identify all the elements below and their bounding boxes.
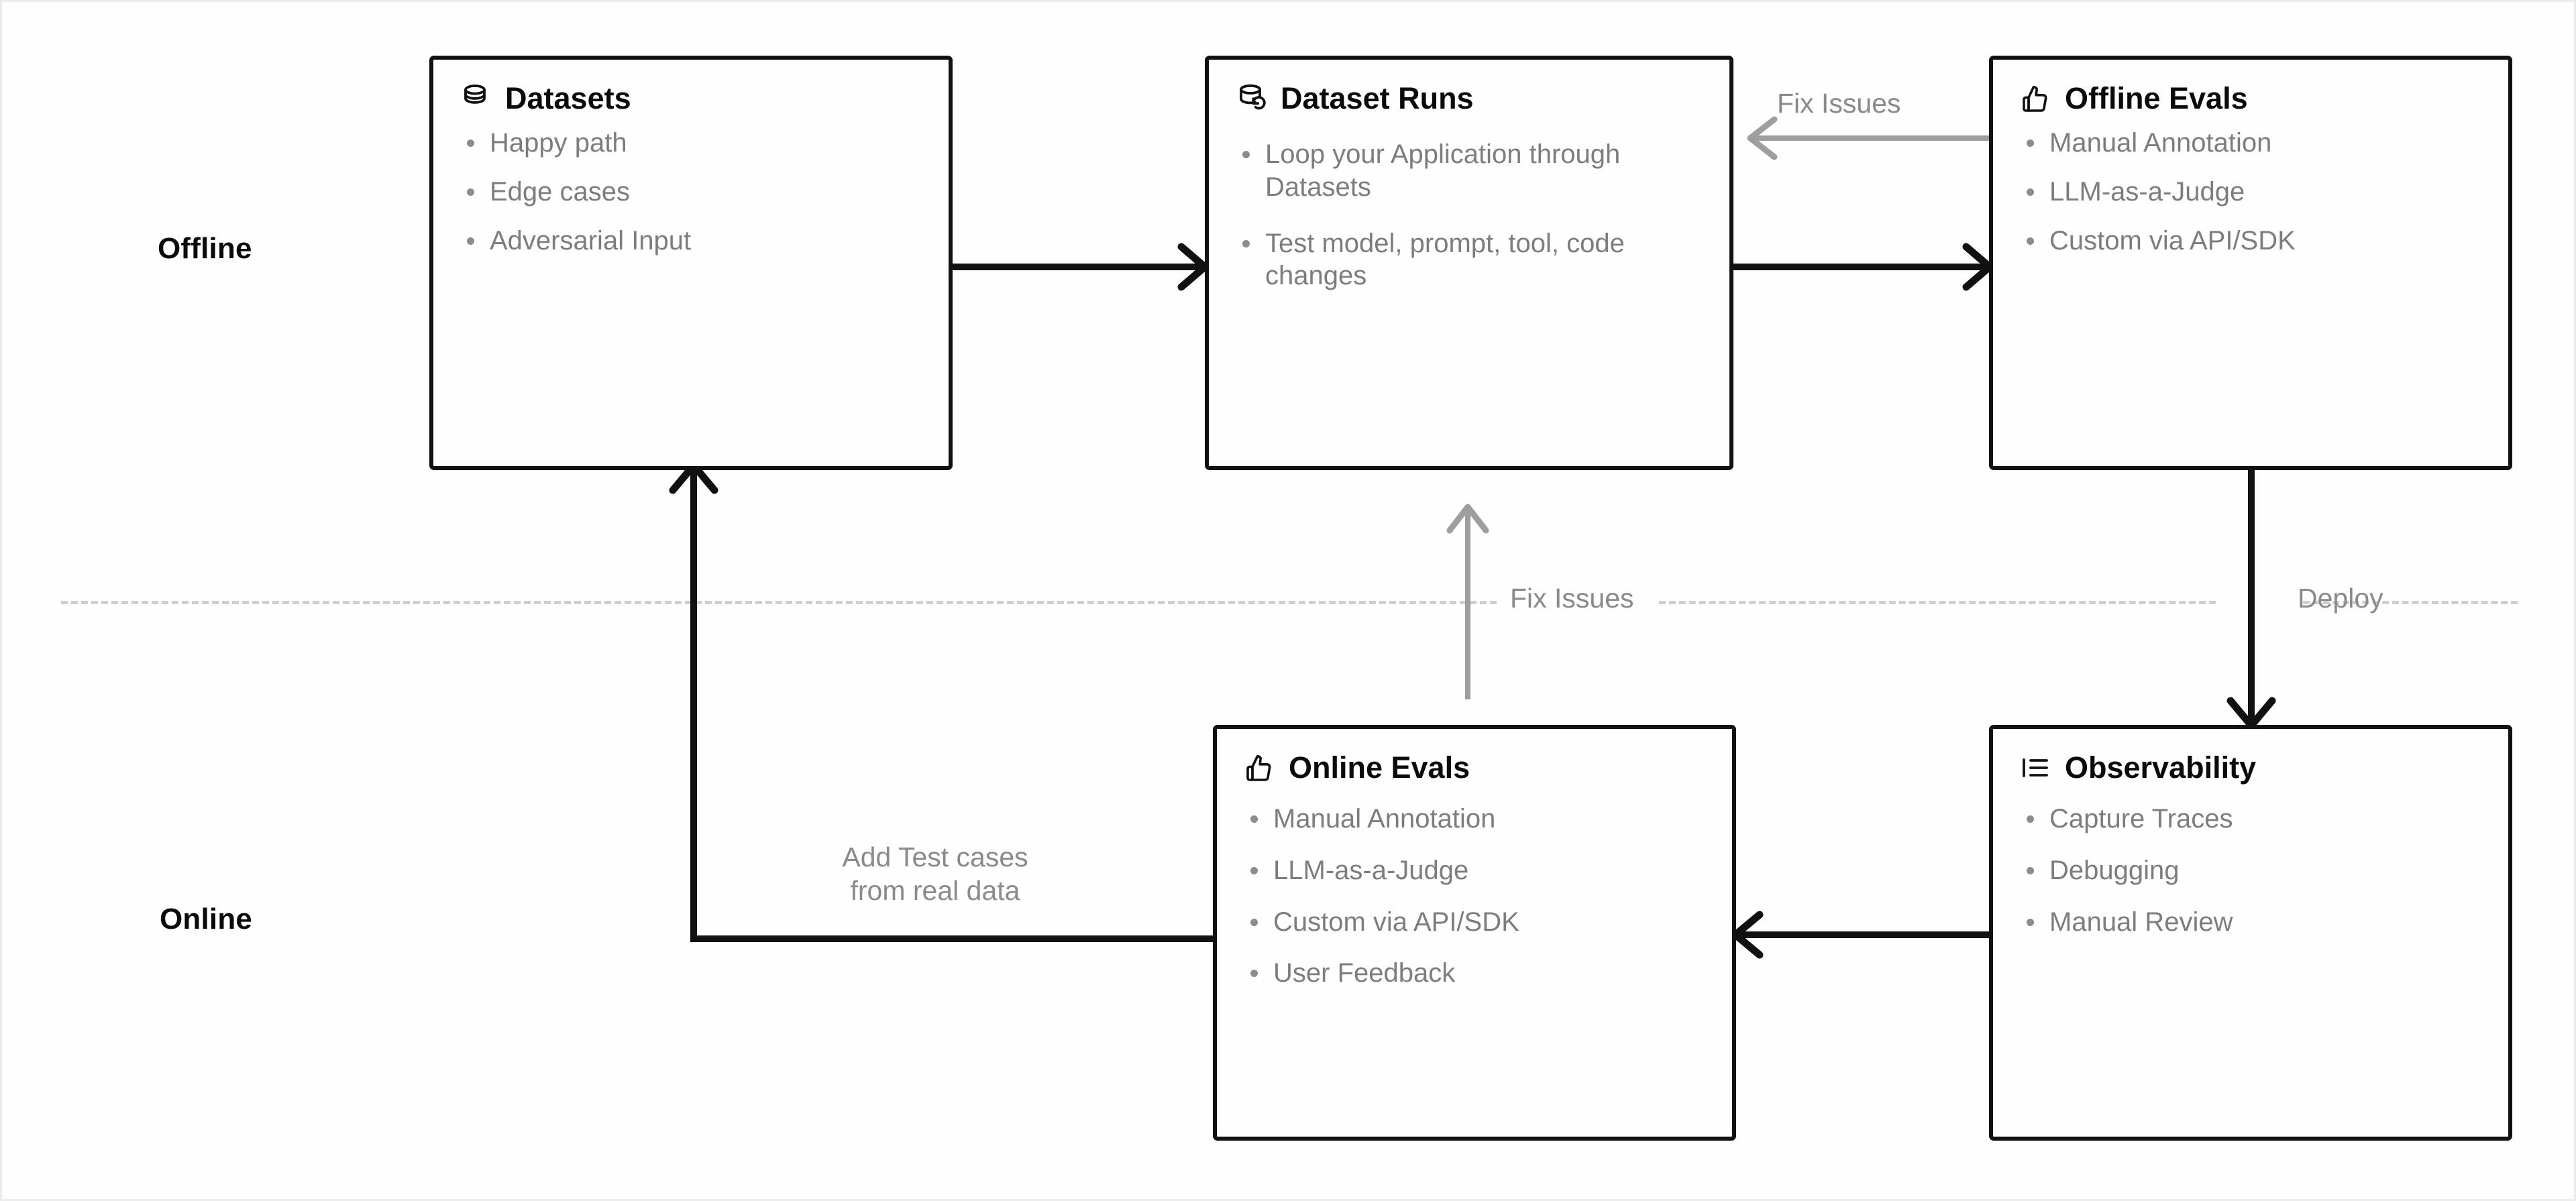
bullet-icon [2027,918,2034,926]
list-item: Custom via API/SDK [2019,225,2481,258]
divider-label-deploy: Deploy [2298,583,2383,614]
node-dataset-runs-list: Loop your Application through Datasets T… [1234,138,1703,292]
list-item-label: Custom via API/SDK [1273,907,1519,937]
node-observability[interactable]: Observability Capture Traces Debugging M… [1989,725,2512,1141]
list-item: Capture Traces [2019,803,2481,836]
node-online-evals-title: Online Evals [1289,750,1470,785]
bullet-icon [1242,239,1250,247]
list-item-label: Test model, prompt, tool, code changes [1265,228,1625,291]
list-item: Manual Annotation [2019,127,2481,160]
lane-divider-right [2303,601,2518,604]
list-item: Loop your Application through Datasets [1234,138,1703,204]
node-online-evals-list: Manual Annotation LLM-as-a-Judge Custom … [1242,803,1705,990]
edge-observability-to-online-evals [1731,911,1994,959]
edge-offline-evals-to-observability [2226,467,2277,732]
node-online-evals[interactable]: Online Evals Manual Annotation LLM-as-a-… [1213,725,1736,1141]
thumbs-up-icon [1246,755,1271,781]
node-datasets[interactable]: Datasets Happy path Edge cases Adversari… [429,56,953,470]
list-item-label: Loop your Application through Datasets [1265,139,1621,202]
bullet-icon [1242,151,1250,158]
edge-label-add-test-cases-line1: Add Test cases [842,842,1028,872]
database-icon [464,84,486,104]
list-item: Manual Review [2019,906,2481,939]
list-item: LLM-as-a-Judge [1242,854,1705,887]
divider-label-fix-issues: Fix Issues [1510,583,1634,614]
list-item: Edge cases [459,176,922,209]
bullet-icon [467,237,474,245]
node-dataset-runs-title: Dataset Runs [1281,81,1474,116]
list-item-label: Happy path [490,128,627,158]
edge-label-add-test-cases: Add Test cases from real data [804,840,1066,907]
lane-divider-middle [1659,601,2216,604]
list-item: User Feedback [1242,957,1705,990]
node-observability-header: Observability [2019,752,2481,784]
node-offline-evals-header: Offline Evals [2019,82,2481,115]
bullet-icon [467,139,474,147]
node-observability-title: Observability [2065,750,2257,785]
edge-online-evals-to-dataset-runs [1444,504,1493,699]
list-item-label: Adversarial Input [490,225,692,255]
edge-label-add-test-cases-line2: from real data [850,875,1020,907]
list-item-label: Manual Annotation [2049,128,2272,158]
node-observability-list: Capture Traces Debugging Manual Review [2019,803,2481,938]
node-offline-evals[interactable]: Offline Evals Manual Annotation LLM-as-a… [1989,56,2512,470]
list-item: Adversarial Input [459,225,922,258]
bullet-icon [2027,188,2034,196]
bullet-icon [2027,237,2034,245]
database-refresh-icon [1240,84,1266,110]
edge-datasets-to-dataset-runs [950,243,1212,291]
lane-divider-left [61,601,1497,604]
list-item-label: User Feedback [1273,958,1456,988]
list-item-label: Debugging [2049,855,2180,885]
list-item-label: Manual Review [2049,907,2233,937]
bullet-icon [1250,866,1258,874]
list-item: Test model, prompt, tool, code changes [1234,227,1703,293]
list-item-label: Manual Annotation [1273,804,1496,834]
bullet-icon [467,188,474,196]
lane-label-online: Online [160,903,253,935]
list-item: LLM-as-a-Judge [2019,176,2481,209]
list-item-label: Capture Traces [2049,804,2233,834]
node-dataset-runs[interactable]: Dataset Runs Loop your Application throu… [1205,56,1733,470]
node-offline-evals-title: Offline Evals [2065,81,2248,116]
list-item-label: LLM-as-a-Judge [1273,855,1469,885]
bullet-icon [2027,139,2034,147]
list-item-label: LLM-as-a-Judge [2049,176,2245,207]
list-item: Custom via API/SDK [1242,906,1705,939]
node-datasets-header: Datasets [459,82,922,115]
list-item-label: Edge cases [490,176,631,207]
bullet-icon [1250,918,1258,926]
list-item: Happy path [459,127,922,160]
node-datasets-list: Happy path Edge cases Adversarial Input [459,127,922,257]
bullet-icon [2027,866,2034,874]
bullet-icon [2027,815,2034,823]
list-item: Manual Annotation [1242,803,1705,836]
list-tree-icon [2023,758,2048,777]
bullet-icon [1250,815,1258,823]
edge-dataset-runs-to-offline-evals [1731,243,1996,291]
list-item: Debugging [2019,854,2481,887]
node-offline-evals-list: Manual Annotation LLM-as-a-Judge Custom … [2019,127,2481,257]
edge-label-fix-issues-top: Fix Issues [1777,88,1901,119]
node-datasets-title: Datasets [505,81,631,116]
thumbs-up-icon [2023,86,2047,112]
node-online-evals-header: Online Evals [1242,752,1705,784]
lane-label-offline: Offline [158,232,252,265]
node-dataset-runs-header: Dataset Runs [1234,82,1703,115]
bullet-icon [1250,970,1258,978]
edge-fix-issues-top [1743,115,1992,162]
list-item-label: Custom via API/SDK [2049,225,2296,255]
